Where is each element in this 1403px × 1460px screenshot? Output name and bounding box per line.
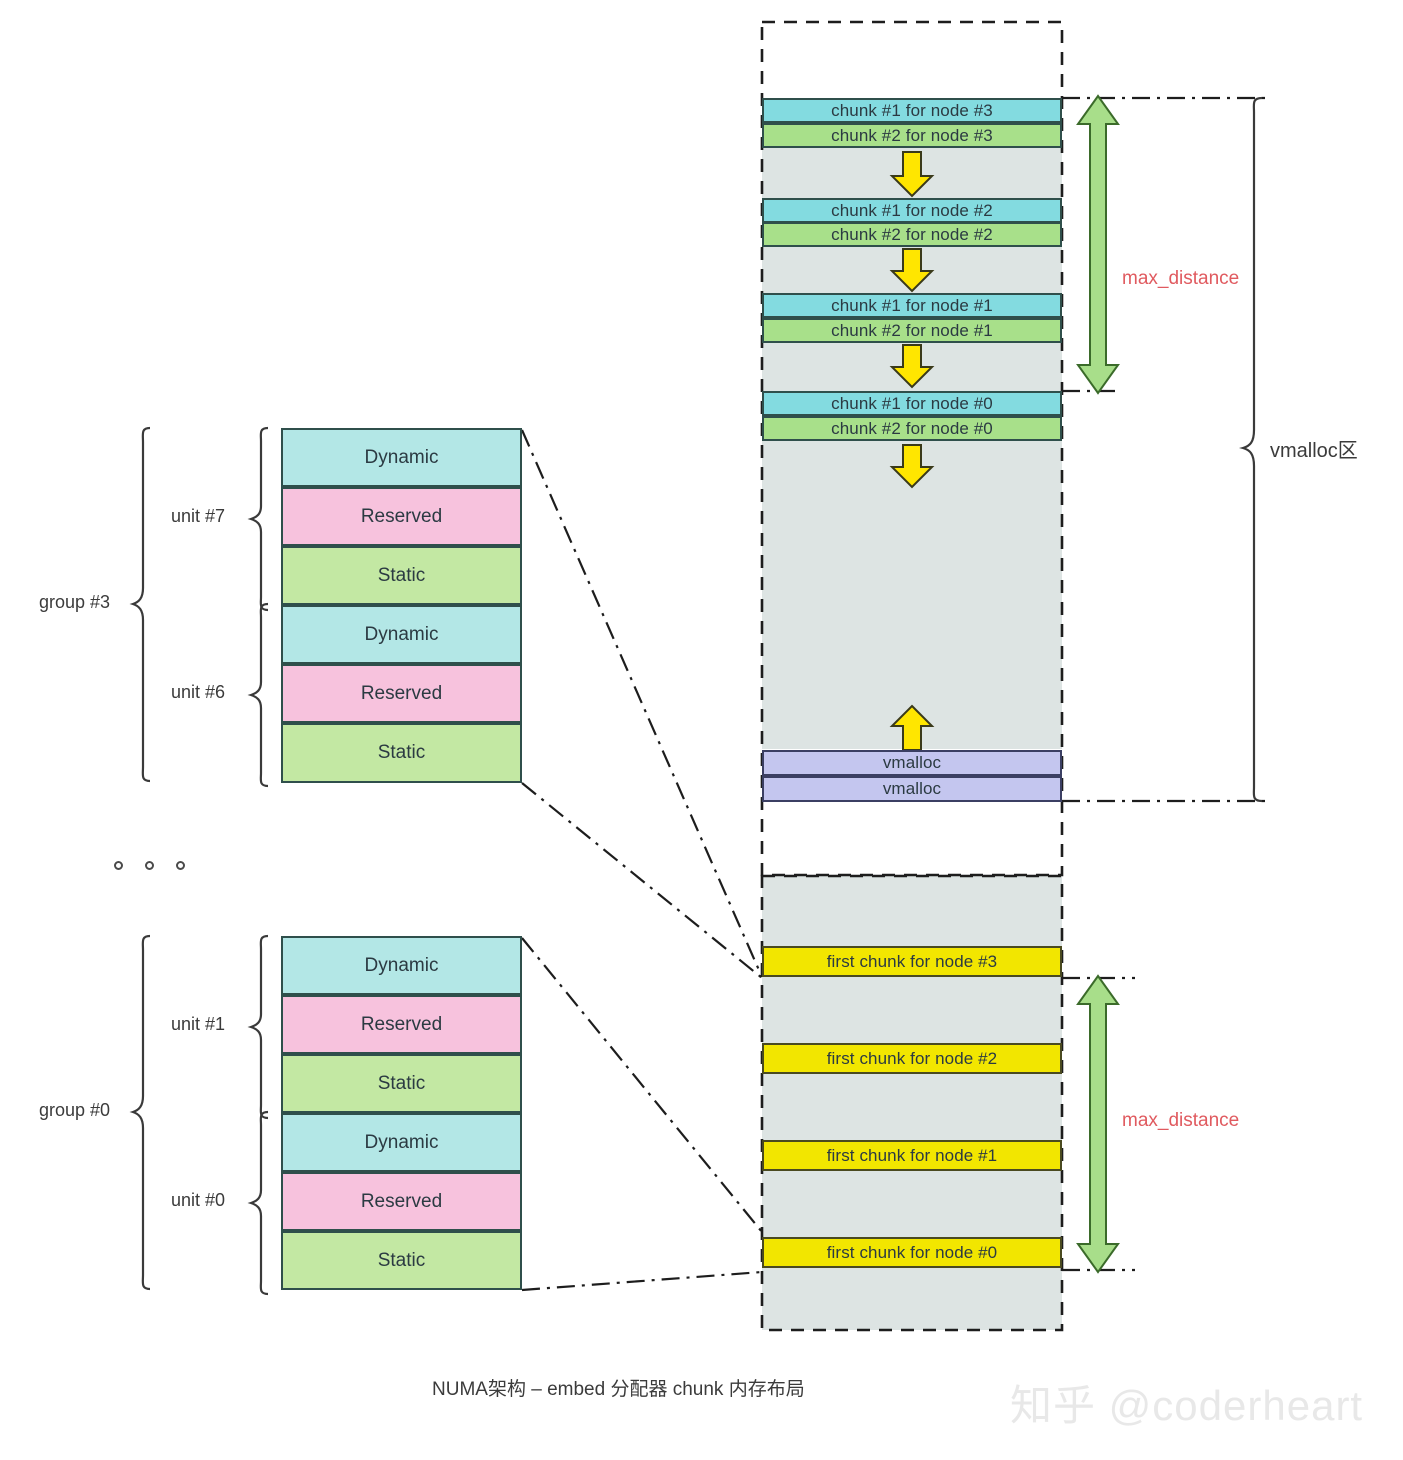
group-3-label: group #3: [39, 592, 111, 612]
max-distance-label-top: max_distance: [1122, 268, 1240, 289]
chunk-band-n3-c2: chunk #2 for node #3: [762, 123, 1062, 148]
bottom-dashed-container: [760, 874, 1064, 1332]
down-arrow-icon-4: [889, 444, 935, 489]
leader-line-group3-top: [520, 429, 764, 978]
curly-brace-icon-unit-6: [247, 602, 269, 788]
curly-brace-icon-unit-1: [247, 934, 269, 1120]
leader-line-group0-bottom: [521, 1270, 763, 1292]
double-headed-arrow-icon-bottom: [1076, 974, 1120, 1274]
curly-brace-icon-vmalloc-region: [1239, 96, 1263, 803]
chunk-band-n1-c1: chunk #1 for node #1: [762, 293, 1062, 318]
first-chunk-band-n3: first chunk for node #3: [762, 946, 1062, 977]
figure-caption: NUMA架构 – embed 分配器 chunk 内存布局: [432, 1379, 805, 1400]
watermark: 知乎 @coderheart: [1010, 1382, 1364, 1429]
ellipsis-dot-3: [176, 861, 185, 870]
down-arrow-icon-3: [889, 344, 935, 389]
curly-brace-icon-unit-7: [247, 426, 269, 612]
chunk-band-n0-c1: chunk #1 for node #0: [762, 391, 1062, 416]
first-chunk-band-n1: first chunk for node #1: [762, 1140, 1062, 1171]
first-chunk-band-n0: first chunk for node #0: [762, 1237, 1062, 1268]
unit-0-slot-reserved: Reserved: [281, 1172, 522, 1231]
chunk-band-n2-c2: chunk #2 for node #2: [762, 222, 1062, 247]
chunk-band-n2-c1: chunk #1 for node #2: [762, 198, 1062, 223]
curly-brace-icon-unit-0: [247, 1110, 269, 1296]
unit-6-slot-static: Static: [281, 723, 522, 783]
unit-6-slot-dynamic: Dynamic: [281, 605, 522, 664]
group-0-label: group #0: [39, 1100, 111, 1120]
top-region-free-space: [762, 148, 1062, 749]
chunk-band-n3-c1: chunk #1 for node #3: [762, 98, 1062, 123]
unit-0-slot-static: Static: [281, 1231, 522, 1290]
leader-line-group3-bottom: [521, 782, 763, 979]
unit-1-slot-reserved: Reserved: [281, 995, 522, 1054]
unit-6-label: unit #6: [171, 682, 226, 702]
ellipsis-dots: [114, 861, 185, 870]
curly-brace-icon-group-0: [129, 934, 151, 1291]
vmalloc-band-1: vmalloc: [762, 750, 1062, 776]
unit-1-slot-dynamic: Dynamic: [281, 936, 522, 995]
leader-line-group0-top: [521, 937, 763, 1233]
ellipsis-dot-2: [145, 861, 154, 870]
unit-1-label: unit #1: [171, 1014, 226, 1034]
unit-6-slot-reserved: Reserved: [281, 664, 522, 723]
unit-0-label: unit #0: [171, 1190, 226, 1210]
unit-7-slot-static: Static: [281, 546, 522, 605]
down-arrow-icon-1: [889, 151, 935, 198]
chunk-band-n0-c2: chunk #2 for node #0: [762, 416, 1062, 441]
unit-1-slot-static: Static: [281, 1054, 522, 1113]
vmalloc-band-2: vmalloc: [762, 776, 1062, 802]
ellipsis-dot-1: [114, 861, 123, 870]
first-chunk-band-n2: first chunk for node #2: [762, 1043, 1062, 1074]
double-headed-arrow-icon-top: [1076, 94, 1120, 395]
down-arrow-icon-2: [889, 248, 935, 293]
top-dashed-container: [760, 20, 1064, 877]
unit-7-slot-reserved: Reserved: [281, 487, 522, 546]
unit-7-label: unit #7: [171, 506, 226, 526]
vmalloc-region-label: vmalloc区: [1270, 440, 1358, 462]
max-distance-label-bottom: max_distance: [1122, 1110, 1240, 1131]
unit-0-slot-dynamic: Dynamic: [281, 1113, 522, 1172]
curly-brace-icon-group-3: [129, 426, 151, 783]
unit-7-slot-dynamic: Dynamic: [281, 428, 522, 487]
chunk-band-n1-c2: chunk #2 for node #1: [762, 318, 1062, 343]
